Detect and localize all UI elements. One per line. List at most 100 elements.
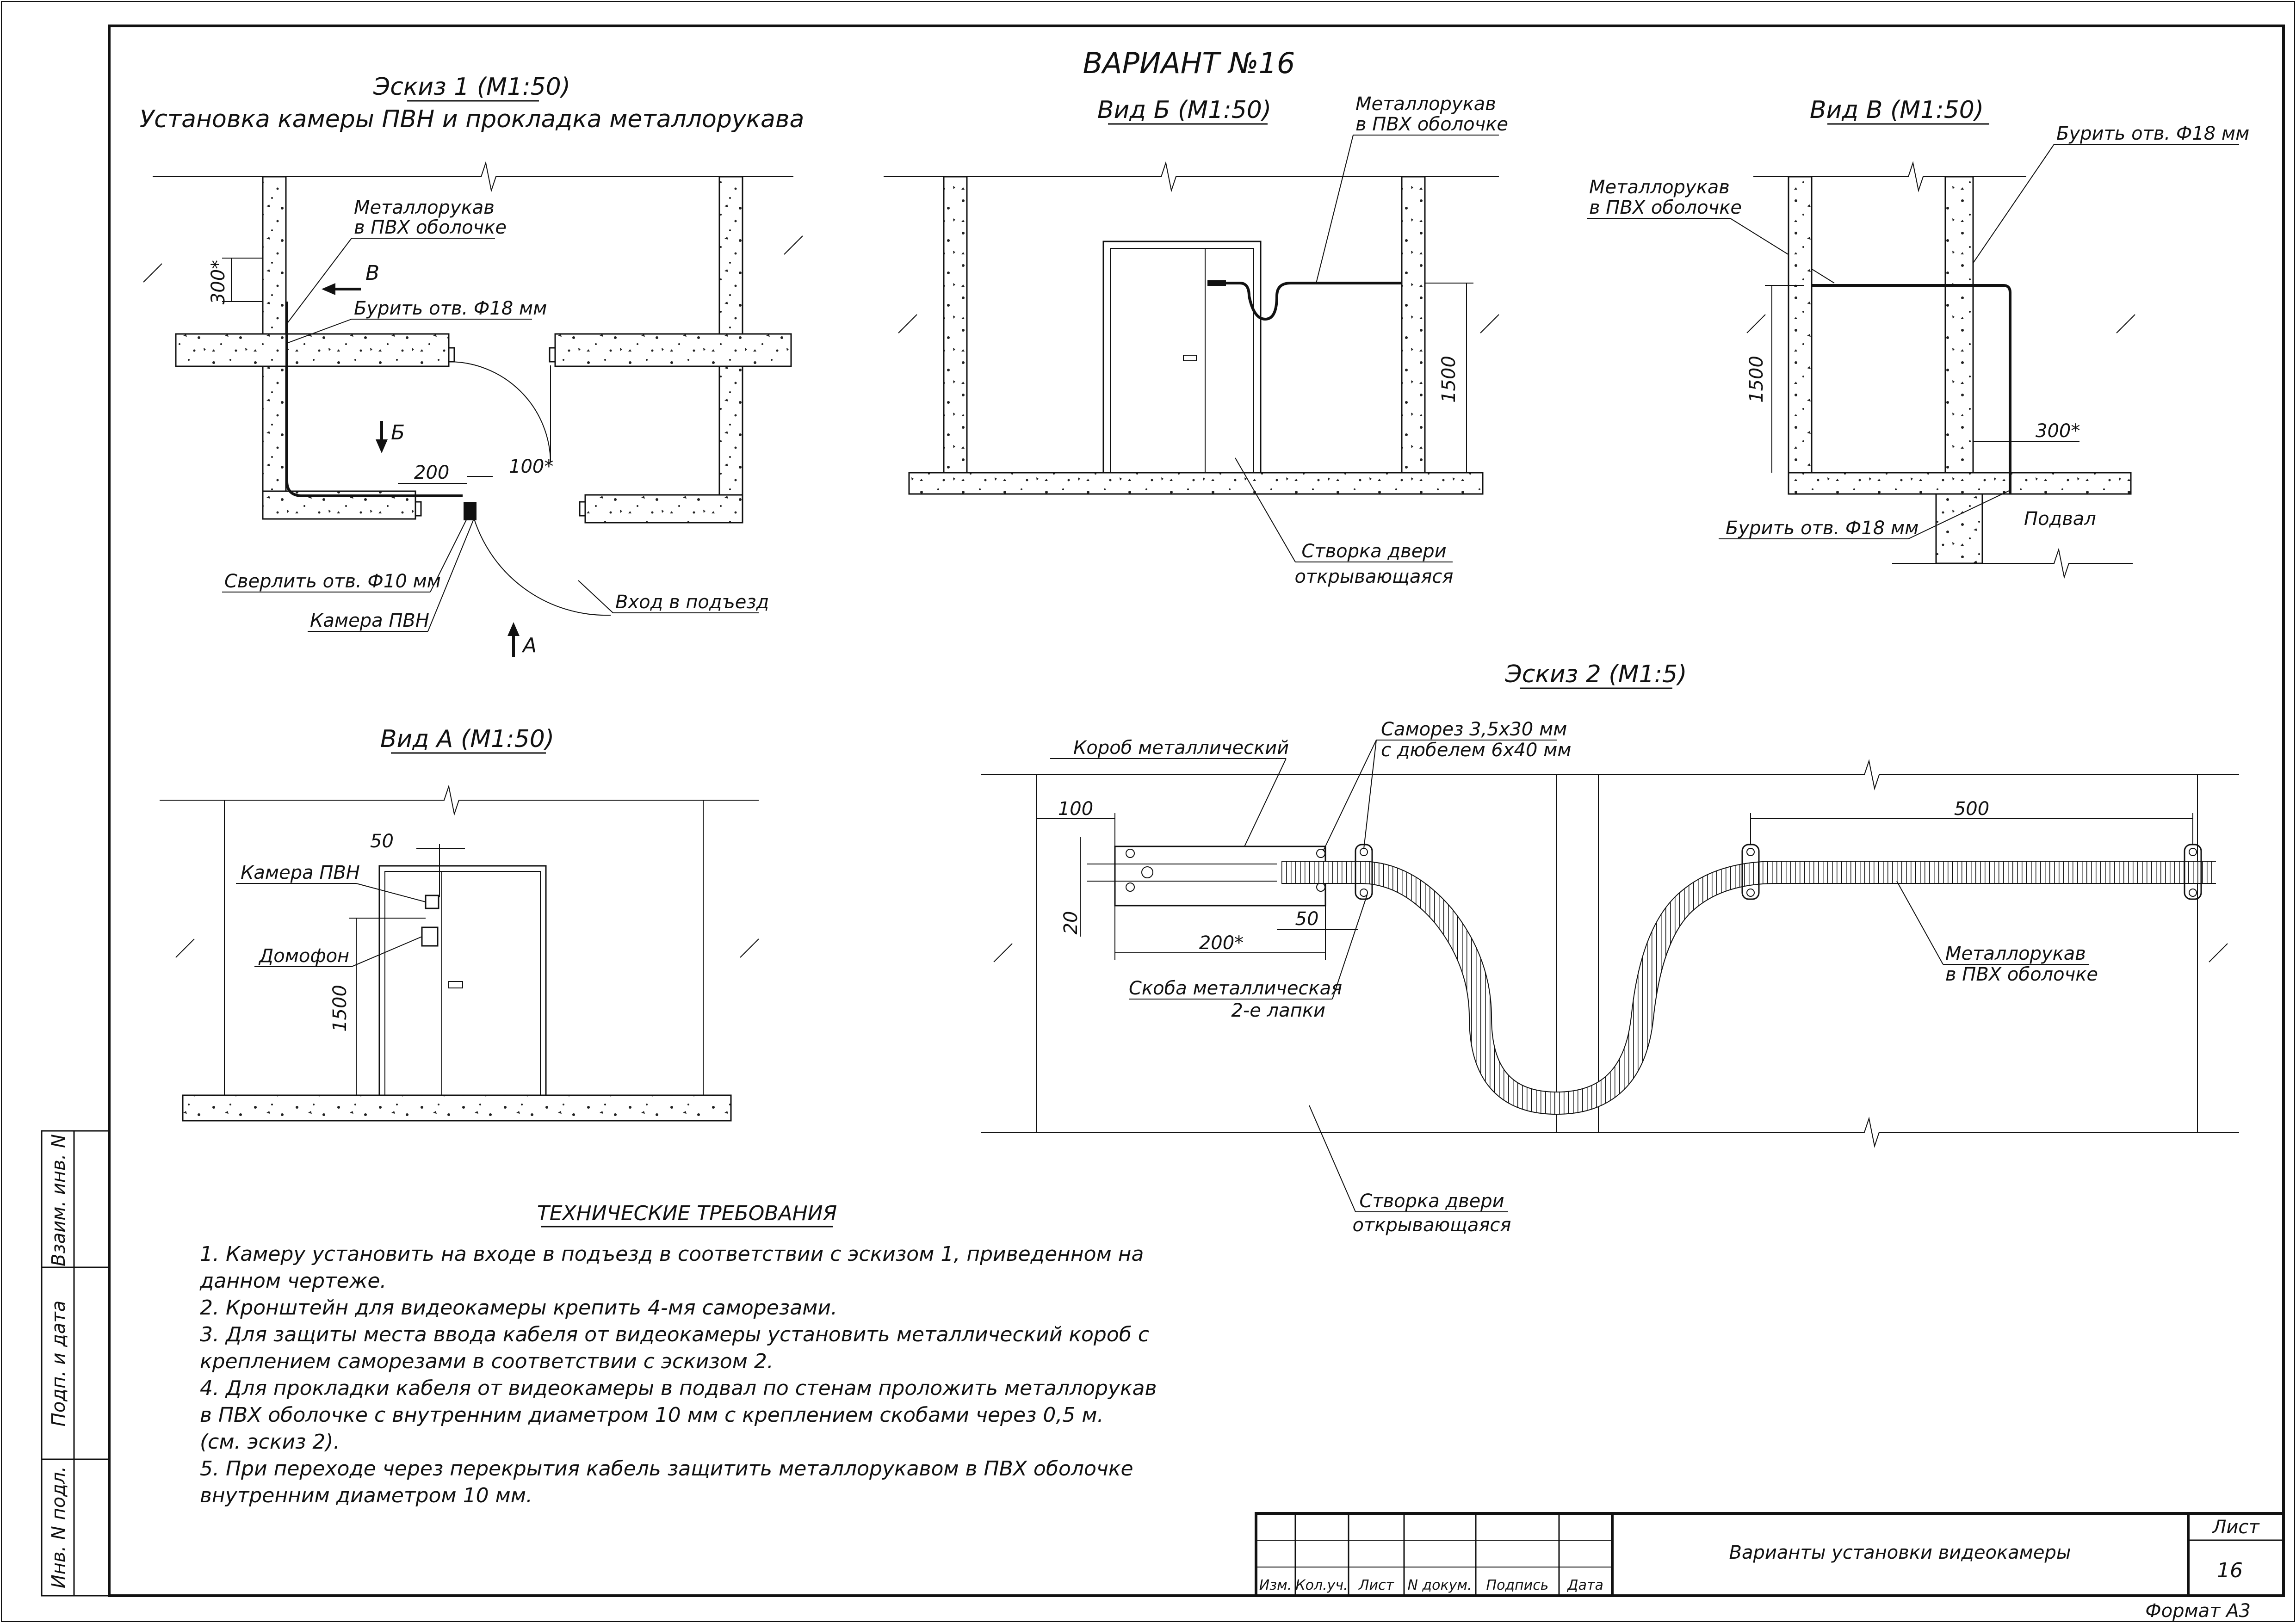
sketch-1-heading: Эскиз 1 (М1:50) (373, 73, 570, 101)
label-intercom: Домофон (258, 945, 349, 967)
side-stamp-field: Взаим. инв. N (48, 1134, 69, 1266)
view-b-heading: Вид Б (М1:50) (1097, 96, 1271, 124)
label-door: Створка двери (1359, 1191, 1504, 1212)
slab-right (554, 333, 792, 367)
label-camera: Камера ПВН (241, 862, 360, 883)
requirement-line: 1. Камеру установить на входе в подъезд … (200, 1242, 1144, 1266)
requirement-line: внутренним диаметром 10 мм. (200, 1484, 532, 1507)
wall (584, 494, 743, 524)
side-stamp-field: Инв. N подл. (48, 1466, 69, 1588)
tb-col-sign: Подпись (1486, 1577, 1549, 1593)
tb-sheet-label: Лист (2211, 1517, 2260, 1538)
door-stop (448, 347, 455, 363)
arrow-v-label: В (365, 261, 379, 285)
technical-requirements: ТЕХНИЧЕСКИЕ ТРЕБОВАНИЯ 1. Камеру установ… (199, 1202, 1157, 1507)
camera-pvn (425, 895, 439, 909)
sketch-2-heading: Эскиз 2 (М1:5) (1504, 660, 1687, 688)
door-stop (415, 501, 422, 517)
door-handle (448, 981, 463, 988)
wall (718, 176, 743, 335)
dim-500: 500 (1954, 798, 1989, 820)
view-a: Вид А (М1:50) 50 1500 Камера ПВН Домофон (160, 725, 759, 1122)
tb-drawing-name: Варианты установки видеокамеры (1729, 1542, 2071, 1563)
dim-300: 300* (208, 260, 229, 304)
paper-format: Формат А3 (2145, 1600, 2251, 1622)
wall (262, 176, 287, 335)
view-v-heading: Вид В (М1:50) (1810, 96, 1984, 124)
side-stamp: Взаим. инв. N Подп. и дата Инв. N подл. (41, 1130, 110, 1597)
label-hose: Металлорукав (354, 197, 495, 218)
tb-col-ndoc: N докум. (1407, 1577, 1472, 1593)
requirement-line: 3. Для защиты места ввода кабеля от виде… (200, 1323, 1149, 1346)
dim-50: 50 (370, 831, 394, 852)
arrow-b-label: Б (391, 421, 405, 444)
door-stop (579, 501, 586, 517)
requirement-line: данном чертеже. (199, 1269, 386, 1293)
label-screw: Саморез 3,5х30 мм (1381, 719, 1567, 740)
label-hose: Металлорукав (1945, 943, 2086, 964)
label-drill-top: Бурить отв. Ф18 мм (2056, 123, 2249, 144)
door-stop (549, 347, 556, 363)
door (1102, 241, 1262, 474)
hose-route (1812, 284, 2011, 494)
label-drill-18: Бурить отв. Ф18 мм (354, 298, 547, 319)
label-box: Короб металлический (1073, 737, 1289, 759)
dim-300: 300* (2036, 420, 2080, 442)
dim-1500: 1500 (329, 985, 351, 1032)
label-door: Створка двери (1301, 541, 1446, 562)
hose-route (1207, 282, 1402, 321)
label-hose: Металлорукав (1589, 177, 1730, 198)
label-hose-2: в ПВХ оболочке (1589, 197, 1742, 218)
basement-wall (1935, 493, 1983, 564)
camera-pvn (464, 502, 477, 520)
slab-left (175, 333, 450, 367)
tb-col-izm: Изм. (1259, 1577, 1292, 1593)
tb-col-koluch: Кол.уч. (1295, 1577, 1348, 1593)
requirement-line: 5. При переходе через перекрытия кабель … (200, 1457, 1133, 1481)
label-basement: Подвал (2024, 508, 2096, 530)
label-hose: Металлорукав (1355, 93, 1496, 115)
side-stamp-field: Подп. и дата (48, 1301, 69, 1426)
label-entrance: Вход в подъезд (615, 592, 769, 613)
dim-1500: 1500 (1746, 356, 1767, 403)
floor (182, 1094, 732, 1122)
sketch-2: Эскиз 2 (М1:5) 100 (981, 660, 2239, 1236)
requirement-line: 2. Кронштейн для видеокамеры крепить 4-м… (200, 1296, 837, 1320)
dim-100: 100* (509, 456, 553, 477)
label-hose-2: в ПВХ оболочке (1355, 114, 1508, 135)
sketch-1: Эскиз 1 (М1:50) Установка камеры ПВН и п… (140, 73, 805, 657)
door-swing (448, 361, 551, 463)
sheet-title: ВАРИАНТ №16 (1083, 46, 1295, 80)
label-door-2: открывающаяся (1353, 1215, 1511, 1236)
requirements-heading: ТЕХНИЧЕСКИЕ ТРЕБОВАНИЯ (537, 1202, 837, 1225)
arrow-a-label: А (521, 634, 537, 657)
title-block: Изм. Кол.уч. Лист N докум. Подпись Дата … (1255, 1512, 2285, 1597)
dim-50: 50 (1295, 908, 1319, 930)
dim-20: 20 (1060, 911, 1082, 935)
label-screw-2: с дюбелем 6х40 мм (1381, 740, 1571, 761)
view-b: Вид Б (М1:50) Металлорукав в ПВХ оболочк… (884, 93, 1508, 587)
requirement-line: 4. Для прокладки кабеля от видеокамеры в… (200, 1376, 1157, 1400)
label-drill-10: Сверлить отв. Ф10 мм (224, 571, 441, 592)
label-clamp-2: 2-е лапки (1231, 1000, 1325, 1021)
door (378, 865, 547, 1096)
dim-200: 200* (1199, 932, 1244, 954)
dim-100: 100 (1058, 798, 1093, 820)
tb-sheet-number: 16 (2217, 1559, 2243, 1582)
door-handle (1183, 355, 1197, 361)
view-a-heading: Вид А (М1:50) (380, 725, 554, 753)
hose-route (285, 302, 463, 497)
dim-1500: 1500 (1438, 356, 1460, 403)
label-camera: Камера ПВН (310, 610, 429, 631)
label-hose-2: в ПВХ оболочке (1945, 964, 2098, 985)
label-clamp: Скоба металлическая (1129, 978, 1342, 999)
door-swing (471, 511, 611, 616)
tb-col-date: Дата (1566, 1577, 1603, 1593)
tb-col-list: Лист (1358, 1577, 1395, 1593)
requirement-line: (см. эскиз 2). (200, 1430, 340, 1454)
view-v: Вид В (М1:50) Бурить отв. Ф18 мм Металло… (1587, 96, 2249, 579)
wall (262, 365, 287, 492)
dim-200: 200 (414, 462, 449, 483)
